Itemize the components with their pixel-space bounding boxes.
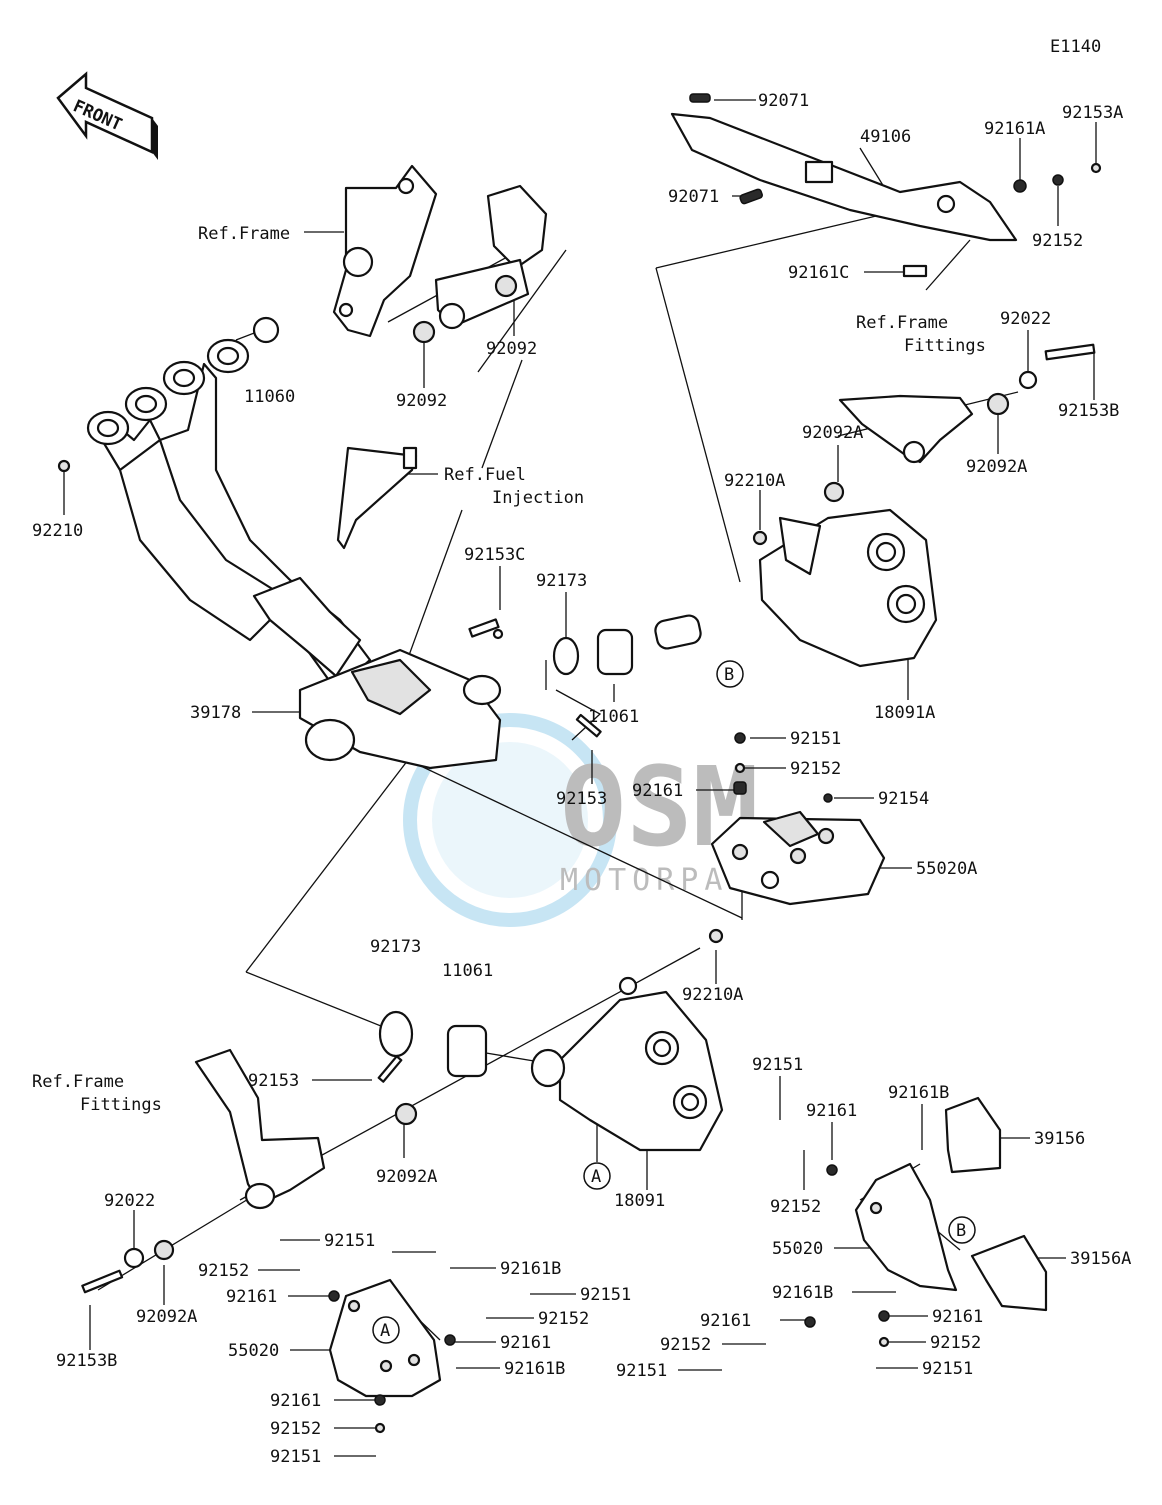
part-label: 18091 xyxy=(614,1191,665,1211)
part-label: 92173 xyxy=(370,937,421,957)
marker-a-middle-label: A xyxy=(591,1167,601,1187)
part-label: 92152 xyxy=(930,1333,981,1353)
marker-a-bottom-label: A xyxy=(380,1321,390,1341)
part-label: 92210A xyxy=(724,471,785,491)
part-label: 92161B xyxy=(772,1283,833,1303)
part-label: 92152 xyxy=(660,1335,711,1355)
muffler-left-part xyxy=(377,928,724,1152)
part-label: 92092 xyxy=(486,339,537,359)
part-label: 92151 xyxy=(616,1361,667,1381)
part-label: 39156 xyxy=(1034,1129,1085,1149)
part-label: 92153B xyxy=(56,1351,117,1371)
part-label: 92022 xyxy=(104,1191,155,1211)
part-label: 92151 xyxy=(922,1359,973,1379)
part-label: 92161 xyxy=(500,1333,551,1353)
heat-guard-top-part xyxy=(710,732,886,906)
frame-fittings-right-part xyxy=(838,343,1096,464)
part-label: 92152 xyxy=(538,1309,589,1329)
part-label: 55020A xyxy=(916,859,977,879)
frame-fittings-left-part xyxy=(81,1048,418,1294)
part-label: 92092 xyxy=(396,391,447,411)
part-label: 92152 xyxy=(198,1261,249,1281)
part-label: 92151 xyxy=(752,1055,803,1075)
part-label: 92151 xyxy=(324,1231,375,1251)
part-label: 92092A xyxy=(966,457,1027,477)
part-label: 92153A xyxy=(1062,103,1123,123)
ref-fuel-1: Ref.Fuel xyxy=(444,465,526,485)
marker-b-top-label: B xyxy=(724,665,734,685)
ref-frame: Ref.Frame xyxy=(198,224,290,244)
muffler-right-part xyxy=(752,481,938,668)
part-label: 92092A xyxy=(802,423,863,443)
part-label: 39156A xyxy=(1070,1249,1131,1269)
part-label: 92152 xyxy=(270,1419,321,1439)
part-label: 11060 xyxy=(244,387,295,407)
tail-cover-part xyxy=(670,93,1102,278)
ref-frame-fittings-bottom-2: Fittings xyxy=(80,1095,162,1115)
part-label: 92161 xyxy=(932,1307,983,1327)
part-label: 92161 xyxy=(806,1101,857,1121)
part-label: 92151 xyxy=(790,729,841,749)
part-label: 55020 xyxy=(228,1341,279,1361)
part-label: 92161 xyxy=(270,1391,321,1411)
part-labels: 92071 49106 92161A 92153A 92071 92152 92… xyxy=(32,91,1131,1467)
marker-b-bottom-label: B xyxy=(956,1221,966,1241)
ref-fuel-2: Injection xyxy=(492,488,584,508)
part-label: 92152 xyxy=(1032,231,1083,251)
part-label: 92153B xyxy=(1058,401,1119,421)
part-label: 92153C xyxy=(464,545,525,565)
marker-b-bottom: B xyxy=(948,1216,976,1244)
part-label: 11061 xyxy=(442,961,493,981)
part-label: 92153 xyxy=(556,789,607,809)
part-label: 92092A xyxy=(376,1167,437,1187)
part-label: 92161 xyxy=(700,1311,751,1331)
part-label: 92151 xyxy=(270,1447,321,1467)
part-label: 92210 xyxy=(32,521,83,541)
clamp-top-part xyxy=(552,614,702,738)
heat-guard-left-part xyxy=(328,1278,456,1434)
part-label: 92152 xyxy=(790,759,841,779)
part-label: 92022 xyxy=(1000,309,1051,329)
marker-a-middle: A xyxy=(583,1162,611,1190)
ref-frame-fittings-bottom-1: Ref.Frame xyxy=(32,1072,124,1092)
part-label: 11061 xyxy=(588,707,639,727)
ref-frame-fittings-top-2: Fittings xyxy=(904,336,986,356)
part-label: 39178 xyxy=(190,703,241,723)
part-label: 92071 xyxy=(668,187,719,207)
part-label: 92161 xyxy=(632,781,683,801)
part-label: 92152 xyxy=(770,1197,821,1217)
part-label: 92161C xyxy=(788,263,849,283)
part-label: 92161B xyxy=(500,1259,561,1279)
marker-a-bottom: A xyxy=(372,1316,400,1344)
part-label: 92161B xyxy=(888,1083,949,1103)
part-label: 92153 xyxy=(248,1071,299,1091)
heat-guard-right-part xyxy=(804,1096,1048,1348)
part-label: 55020 xyxy=(772,1239,823,1259)
part-label: 92173 xyxy=(536,571,587,591)
front-arrow-icon: FRONT xyxy=(56,71,158,160)
part-label: 49106 xyxy=(860,127,911,147)
part-label: 92161B xyxy=(504,1359,565,1379)
part-label: 92071 xyxy=(758,91,809,111)
diagram-code: E1140 xyxy=(1050,37,1101,57)
part-label: 18091A xyxy=(874,703,935,723)
frame-bracket-part xyxy=(332,164,548,344)
part-label: 92154 xyxy=(878,789,929,809)
part-label: 92161 xyxy=(226,1287,277,1307)
exhaust-header-part xyxy=(57,316,418,692)
part-label: 92151 xyxy=(580,1285,631,1305)
marker-b-top: B xyxy=(716,660,744,688)
part-label: 92092A xyxy=(136,1307,197,1327)
exhaust-chamber-part xyxy=(298,618,504,770)
ref-frame-fittings-top-1: Ref.Frame xyxy=(856,313,948,333)
part-label: 92210A xyxy=(682,985,743,1005)
part-label: 92161A xyxy=(984,119,1045,139)
